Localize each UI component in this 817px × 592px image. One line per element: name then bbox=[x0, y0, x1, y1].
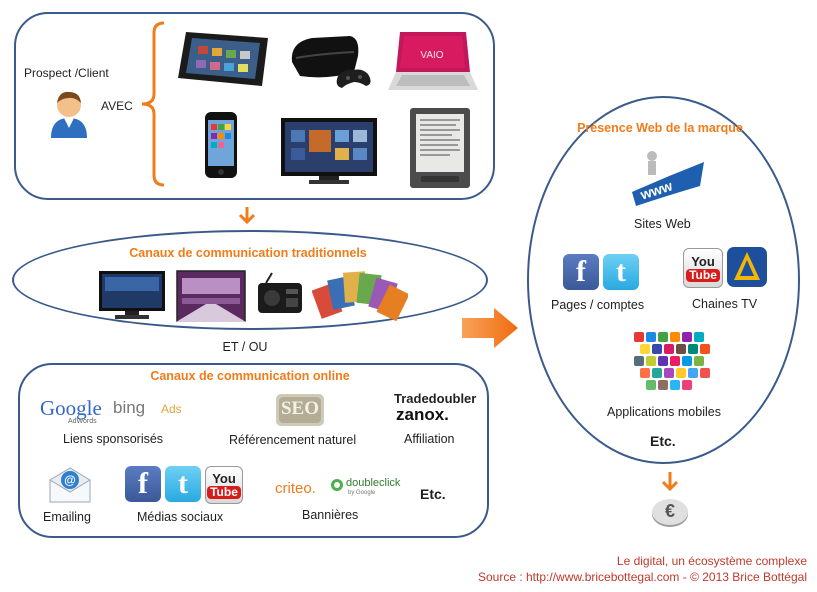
game-console-icon bbox=[288, 32, 378, 92]
google-logo: Google AdWords bbox=[40, 396, 110, 426]
seo-badge-icon: SEO bbox=[275, 393, 325, 427]
online-title: Canaux de communication online bbox=[150, 369, 350, 383]
dailymotion-icon bbox=[726, 246, 768, 288]
euro-symbol: € bbox=[664, 501, 675, 521]
emailing-label: Emailing bbox=[43, 510, 91, 524]
zanox-text: zanox. bbox=[396, 405, 449, 424]
twitter-icon: t bbox=[165, 466, 201, 502]
arrow-down-2-icon bbox=[661, 470, 679, 492]
presence-facebook-icon: f bbox=[563, 254, 599, 290]
google-text: Google bbox=[40, 396, 102, 420]
presence-youtube-icon: You Tube bbox=[683, 248, 723, 288]
presence-youtube-tube: Tube bbox=[686, 268, 720, 282]
arrow-right-icon bbox=[460, 306, 520, 350]
youtube-tube: Tube bbox=[207, 485, 241, 499]
seo-text: SEO bbox=[280, 398, 320, 419]
twitter-t: t bbox=[178, 467, 188, 500]
tablet-icon bbox=[176, 28, 272, 90]
presence-twitter-t: t bbox=[616, 255, 626, 288]
footer-line2: Source : http://www.bricebottegal.com - … bbox=[477, 570, 807, 584]
arrow-down-icon bbox=[238, 205, 256, 225]
traditional-ellipse bbox=[12, 230, 488, 330]
presence-twitter-icon: t bbox=[603, 254, 639, 290]
apps-grid-icon bbox=[632, 330, 716, 396]
youtube-icon: You Tube bbox=[205, 466, 243, 504]
footer-line1: Le digital, un écosystème complexe bbox=[616, 554, 807, 568]
bing-ads-logo: bing Ads bbox=[113, 398, 193, 420]
svg-text:VAIO: VAIO bbox=[420, 50, 443, 61]
bing-text: bing bbox=[113, 398, 146, 417]
affiliation-label: Affiliation bbox=[404, 432, 455, 446]
liens-label: Liens sponsorisés bbox=[63, 432, 164, 446]
et-ou-label: ET / OU bbox=[222, 340, 268, 354]
facebook-icon: f bbox=[125, 466, 161, 502]
avec-label: AVEC bbox=[101, 99, 133, 113]
traditional-title: Canaux de communication traditionnels bbox=[129, 246, 367, 260]
medias-label: Médias sociaux bbox=[137, 510, 224, 524]
youtube-you: You bbox=[212, 470, 236, 486]
euro-icon: € bbox=[650, 497, 690, 529]
apps-mobiles-label: Applications mobiles bbox=[607, 405, 721, 419]
referencement-label: Référencement naturel bbox=[229, 433, 357, 447]
poster-icon bbox=[176, 270, 246, 322]
online-box bbox=[18, 363, 489, 538]
user-icon bbox=[47, 88, 91, 138]
laptop-icon: VAIO bbox=[386, 28, 478, 96]
smartphone-icon bbox=[204, 111, 238, 179]
bracket-icon bbox=[136, 20, 166, 188]
bing-ads-text: Ads bbox=[161, 402, 182, 416]
prospect-label: Prospect /Client bbox=[24, 66, 109, 80]
pages-comptes-label: Pages / comptes bbox=[551, 298, 645, 312]
presence-title: Présence Web de la marque bbox=[577, 121, 743, 135]
presence-etc-label: Etc. bbox=[650, 433, 676, 449]
presence-facebook-f: f bbox=[576, 255, 586, 288]
monitor-icon bbox=[97, 269, 167, 321]
ereader-icon bbox=[409, 107, 471, 189]
doubleclick-text: doubleclick bbox=[346, 477, 401, 489]
criteo-text: criteo. bbox=[275, 480, 316, 497]
presence-youtube-you: You bbox=[691, 253, 715, 269]
online-etc-label: Etc. bbox=[420, 486, 446, 502]
chaines-tv-label: Chaines TV bbox=[692, 297, 758, 311]
magazines-icon bbox=[311, 266, 410, 324]
bannieres-label: Bannières bbox=[302, 508, 359, 522]
tv-icon bbox=[279, 116, 379, 186]
doubleclick-sub: by Google bbox=[348, 490, 376, 496]
sites-web-label: Sites Web bbox=[634, 217, 691, 231]
doubleclick-icon bbox=[330, 478, 344, 492]
facebook-f: f bbox=[138, 467, 148, 500]
www-icon: www bbox=[628, 148, 706, 208]
email-icon: @ bbox=[46, 462, 94, 506]
radio-icon bbox=[256, 271, 304, 315]
svg-text:@: @ bbox=[64, 473, 76, 487]
tradedoubler-text: Tradedoubler bbox=[394, 391, 477, 406]
adwords-text: AdWords bbox=[68, 418, 97, 425]
